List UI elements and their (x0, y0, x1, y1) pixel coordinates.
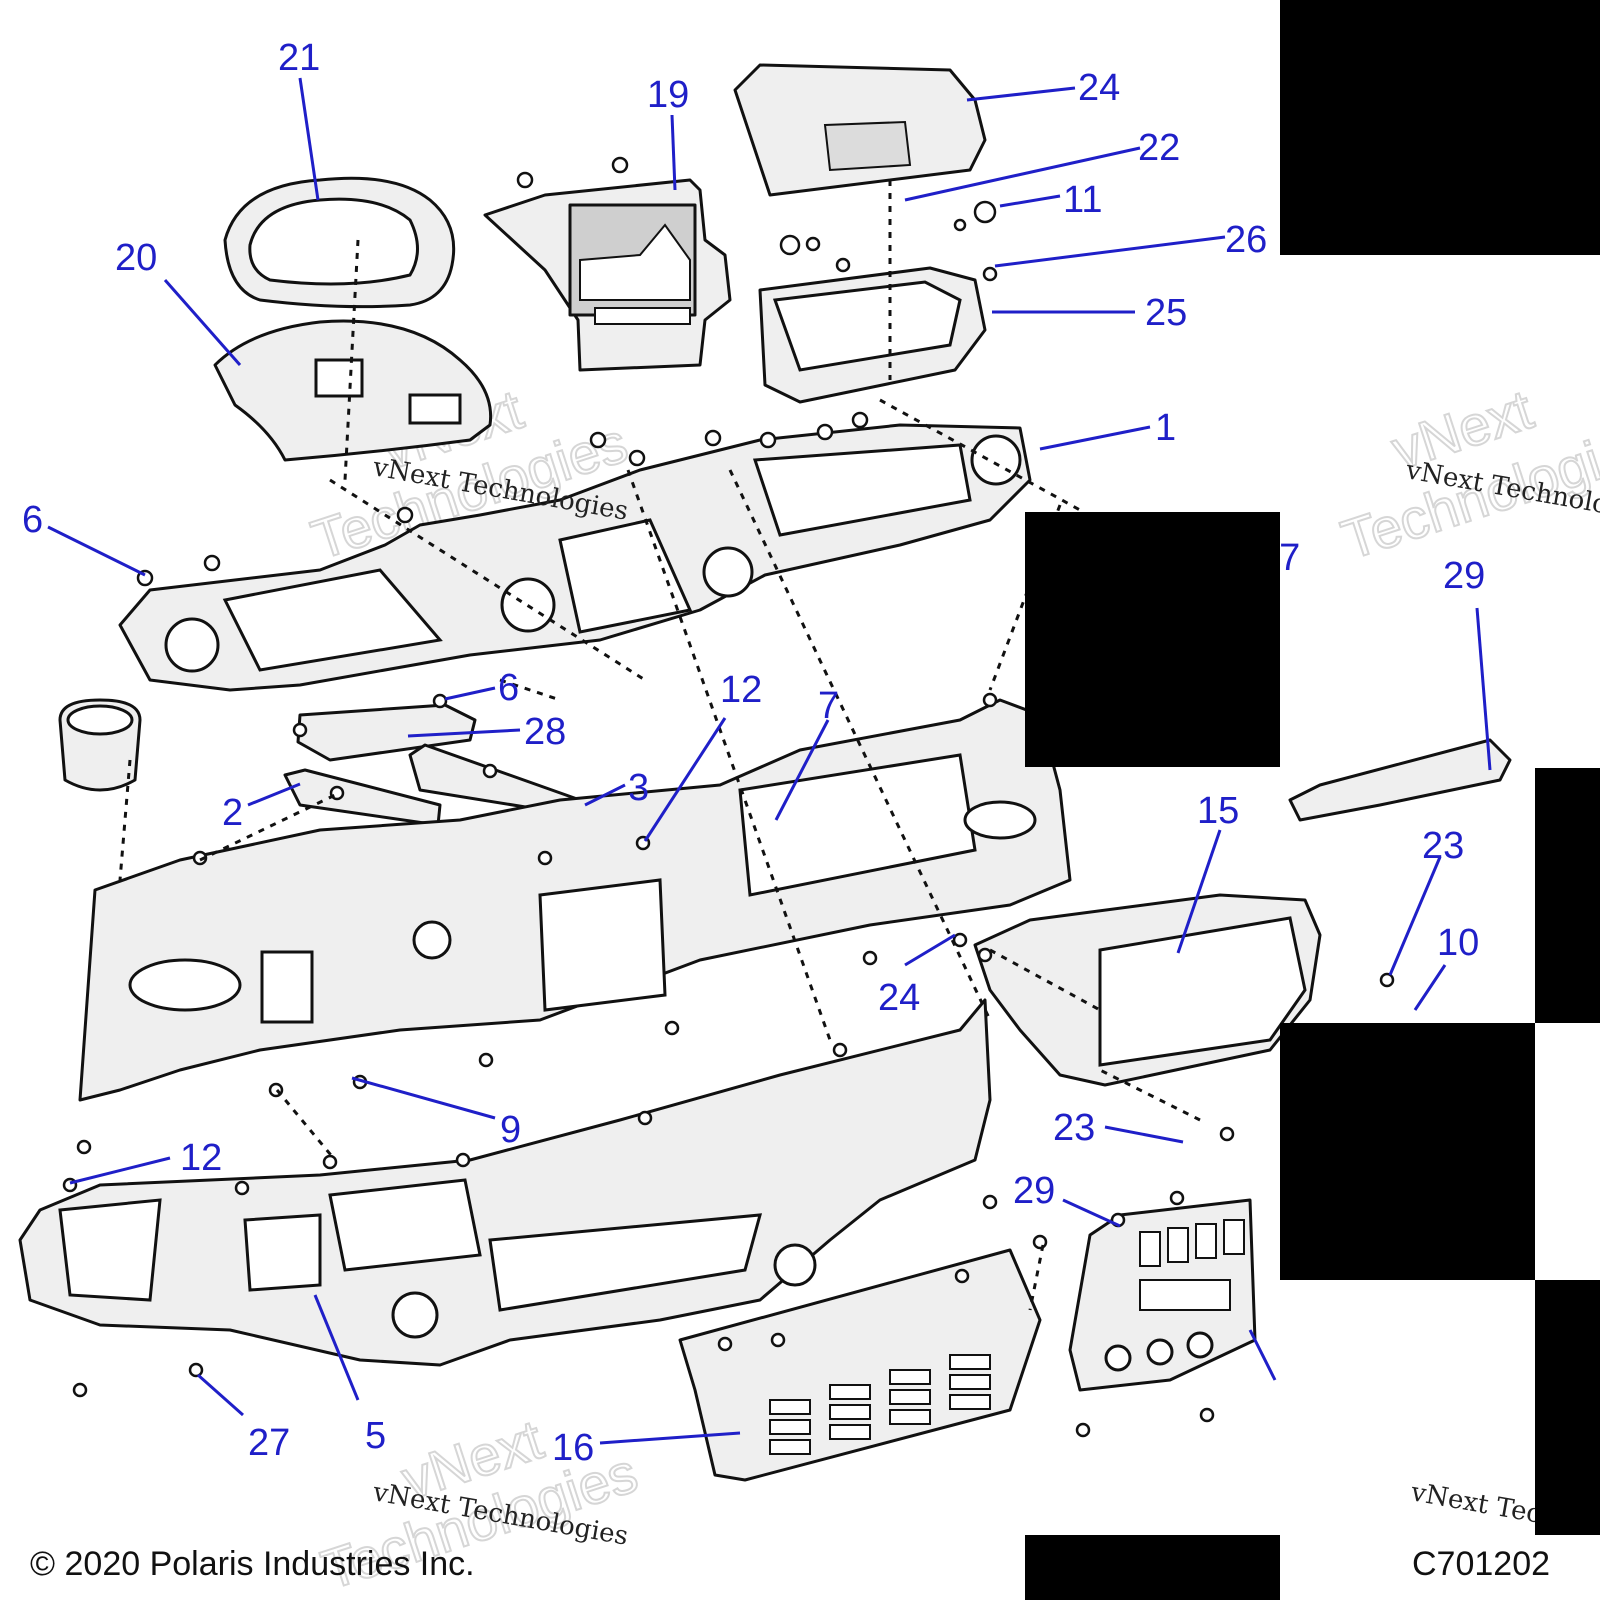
callout-2: 2 (222, 792, 243, 834)
part-2-bracket (283, 768, 442, 827)
callout-17: 21 (278, 37, 320, 79)
part-17-cluster-hood (223, 176, 456, 309)
leader-lines (47, 77, 1492, 1445)
callout-3: 3 (628, 767, 649, 809)
part-28-trim (1288, 738, 1512, 822)
callout-21: 24 (878, 977, 920, 1019)
callout-14: 16 (552, 1427, 594, 1469)
callout-22: 24 (1078, 67, 1120, 109)
callout-6b: 6 (498, 667, 519, 709)
callout-9: 9 (500, 1109, 521, 1151)
callout-26: 28 (524, 711, 566, 753)
callout-23: 25 (1145, 292, 1187, 334)
part-7-dash-frame (78, 698, 1072, 1102)
fasteners (62, 156, 1395, 1438)
part-13-display-housing (973, 893, 1322, 1087)
part-5-lower-dash (18, 998, 992, 1367)
assembly-lines (118, 180, 1201, 1311)
part-23-glovebox-bin (758, 266, 987, 404)
switch-panel (1068, 1198, 1257, 1392)
callout-5: 5 (365, 1415, 386, 1457)
callout-19b: 23 (1053, 1107, 1095, 1149)
callout-28: 29 (1443, 555, 1485, 597)
copyright-text: © 2020 Polaris Industries Inc. (30, 1545, 475, 1583)
callout-16: 20 (115, 237, 157, 279)
callout-labels: 21 20 19 24 22 11 26 25 1 6 27 29 6 12 7… (22, 37, 1485, 1469)
callout-11: 11 (1063, 179, 1102, 221)
callout-19a: 22 (1138, 127, 1180, 169)
part-22-glovebox-lid (733, 63, 987, 197)
callout-12a: 12 (720, 669, 762, 711)
part-14-vent-panel (678, 1248, 1042, 1482)
drawing-code: C701202 (1412, 1545, 1550, 1583)
callout-10: 10 (1437, 922, 1479, 964)
callout-7: 7 (818, 685, 839, 727)
part-1-upper-dash (118, 423, 1032, 692)
callout-12b: 12 (180, 1137, 222, 1179)
redaction-blocks (1025, 0, 1600, 1600)
part-15-display (483, 178, 732, 372)
cup-holder (58, 698, 142, 792)
callout-6a: 6 (22, 499, 43, 541)
callout-24: 26 (1225, 219, 1267, 261)
callout-1: 1 (1155, 407, 1176, 449)
callout-27: 27 (248, 1422, 290, 1464)
part-16-cluster-bezel (213, 319, 493, 462)
callout-29: 29 (1013, 1170, 1055, 1212)
callout-13: 15 (1197, 790, 1239, 832)
callout-15: 19 (647, 74, 689, 116)
callout-20: 23 (1422, 825, 1464, 867)
